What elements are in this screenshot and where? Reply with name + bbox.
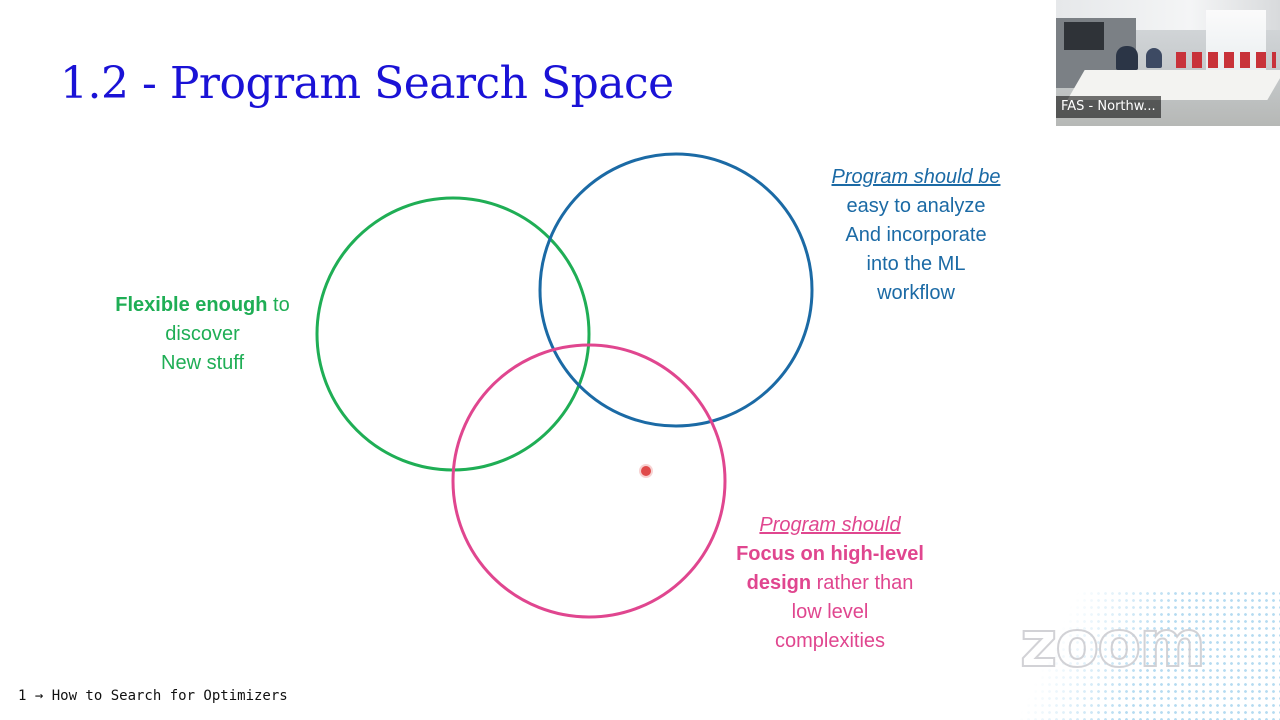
watermark-dots	[990, 590, 1280, 720]
video-person	[1146, 48, 1162, 68]
laser-pointer-icon	[641, 466, 651, 476]
zoom-watermark-text: zoom	[1019, 607, 1207, 683]
label-flexible-line2: discover	[165, 323, 240, 345]
label-design-line2: design rather than	[700, 569, 960, 598]
zoom-logo-icon: zoom	[990, 590, 1280, 720]
venn-circle-pink	[451, 343, 727, 619]
participant-name-label: FAS - Northw...	[1056, 96, 1161, 118]
label-design-heading: Program should	[759, 514, 901, 536]
label-design-line2-rest: rather than	[811, 572, 914, 594]
label-design-line4: complexities	[774, 630, 886, 652]
video-chairs	[1176, 52, 1276, 68]
label-design-line1-bold: Focus on high-level	[736, 543, 924, 565]
video-screen	[1064, 22, 1104, 50]
label-easy-line4: workflow	[877, 282, 955, 304]
label-flexible-bold: Flexible enough	[115, 294, 268, 316]
label-easy-heading: Program should be	[831, 166, 1001, 188]
label-easy-line1: easy to analyze	[846, 195, 986, 217]
participant-video-tile[interactable]	[1056, 0, 1280, 126]
label-easy-line2: And incorporate	[845, 224, 987, 246]
label-flexible-line3: New stuff	[161, 352, 244, 374]
label-easy-line3: into the ML	[866, 253, 966, 275]
video-person	[1116, 46, 1138, 70]
video-window	[1206, 10, 1266, 80]
label-design-line3: low level	[791, 601, 869, 623]
slide-footer: 1 → How to Search for Optimizers	[18, 688, 288, 704]
label-design-line2-bold: design	[746, 572, 812, 594]
label-flexible-line1: Flexible enough to	[80, 291, 325, 320]
slide-title: 1.2 - Program Search Space	[60, 58, 674, 109]
venn-circle-blue	[538, 152, 814, 428]
label-design-line1: Focus on high-level	[700, 540, 960, 569]
label-flexible: Flexible enough to discover New stuff	[80, 291, 325, 378]
label-easy-to-analyze: Program should be easy to analyze And in…	[796, 163, 1036, 308]
label-high-level-design: Program should Focus on high-level desig…	[700, 511, 960, 656]
label-flexible-rest: to	[267, 294, 290, 316]
